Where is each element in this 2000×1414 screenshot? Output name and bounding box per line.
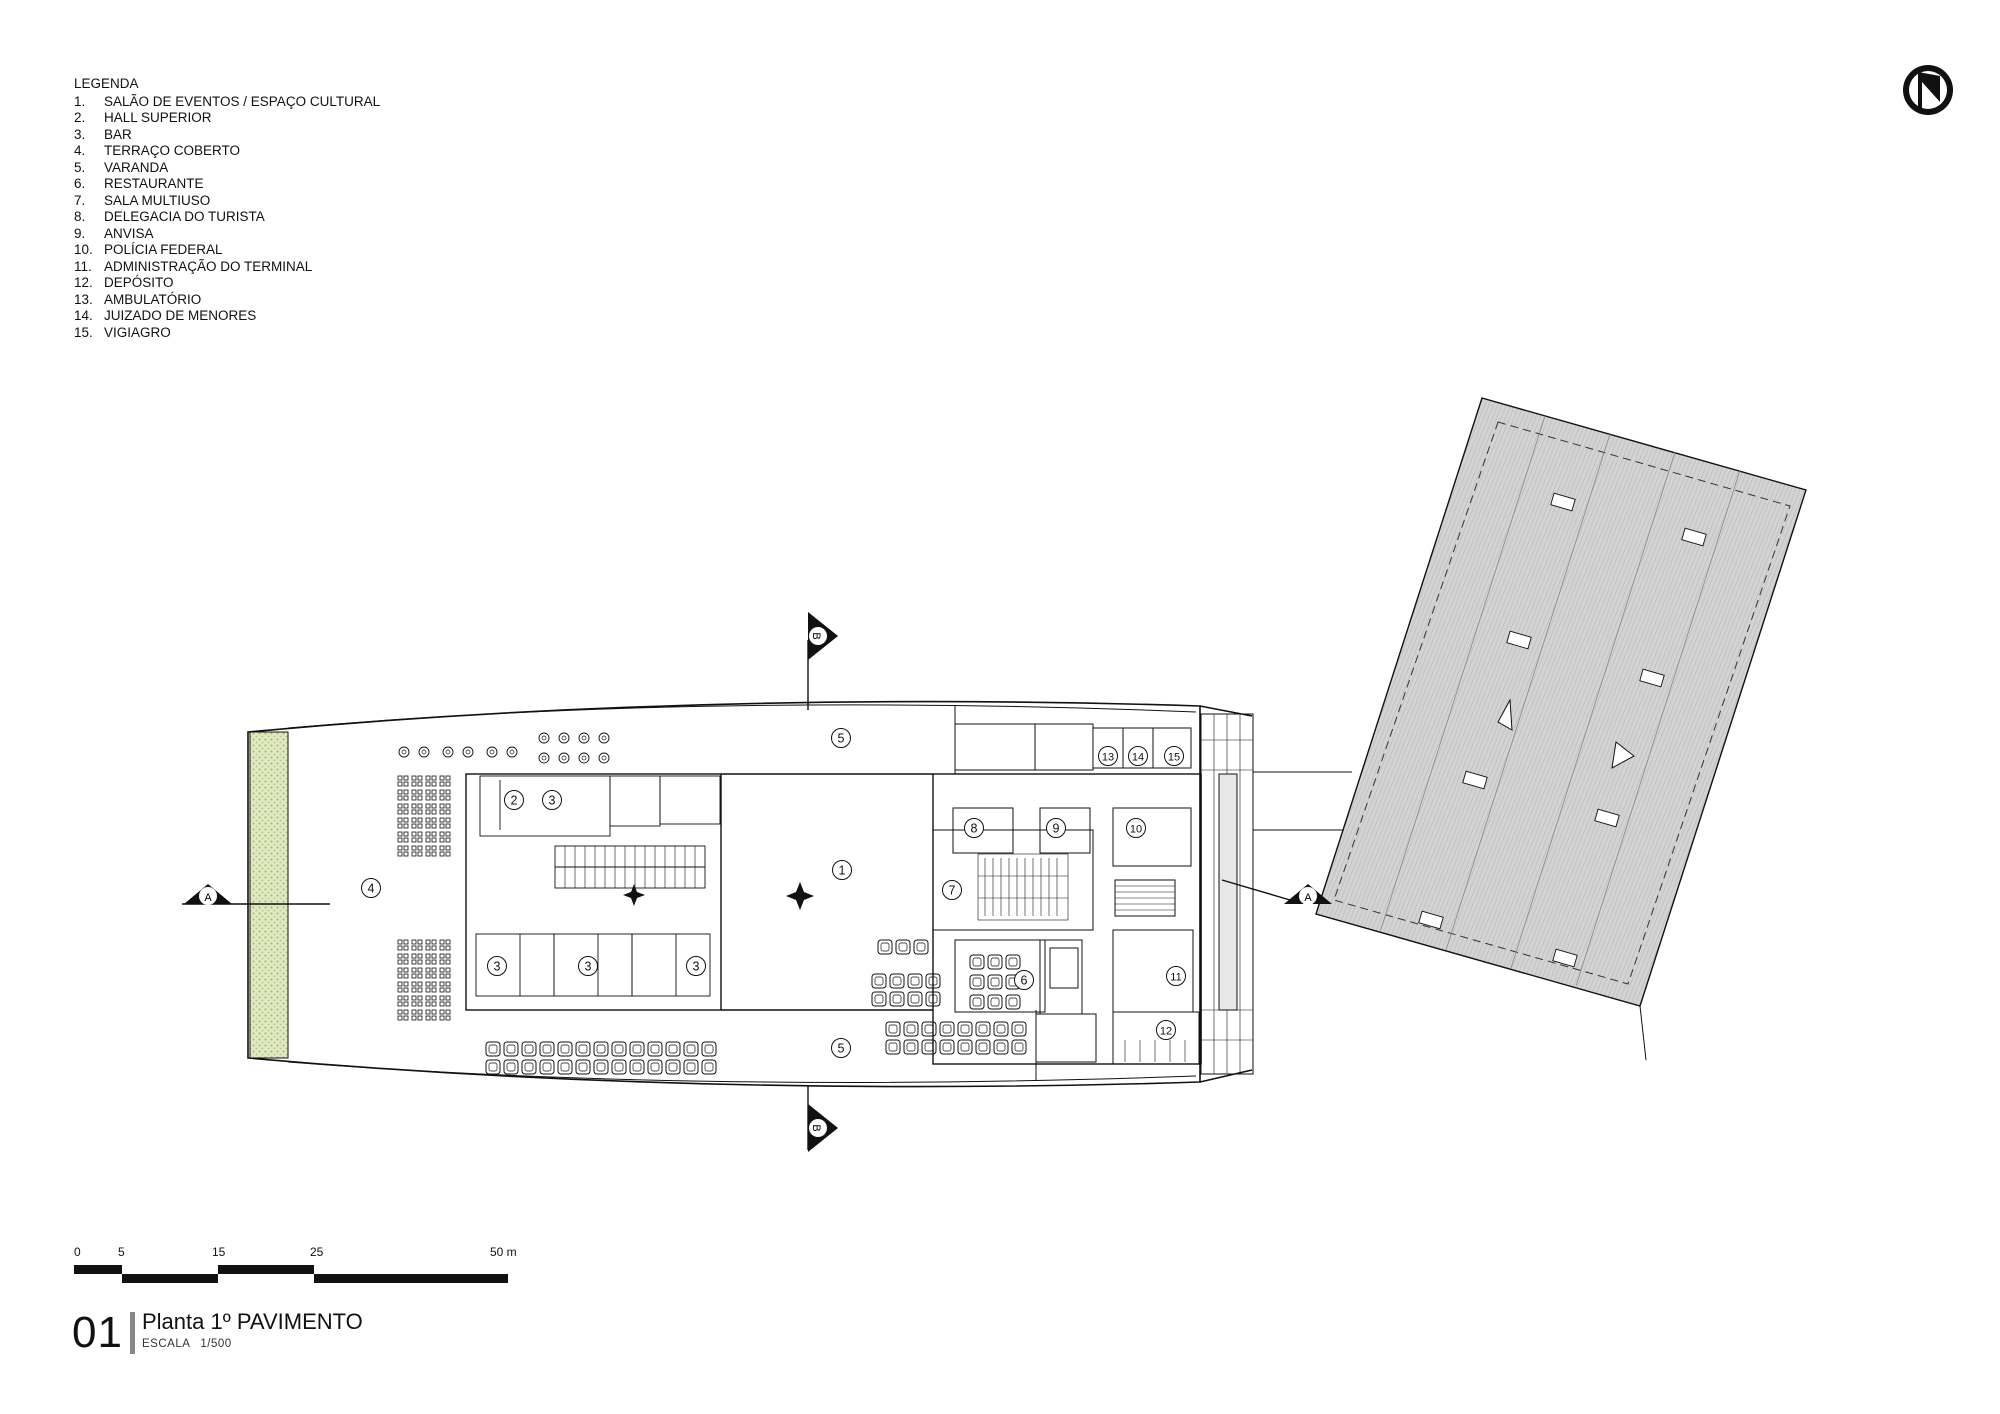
svg-text:15: 15 bbox=[1168, 752, 1180, 764]
svg-text:6: 6 bbox=[1021, 974, 1028, 988]
section-marker-a-left: A bbox=[184, 884, 232, 905]
room-tag-10: 10 bbox=[1126, 818, 1146, 838]
drawing-number: 01 bbox=[72, 1308, 123, 1357]
legend-item: 5.VARANDA bbox=[74, 159, 169, 175]
event-hall-seating bbox=[871, 939, 941, 1007]
pier-roof bbox=[1315, 397, 1807, 1061]
section-marker-b-top: B bbox=[808, 612, 838, 660]
svg-text:5: 5 bbox=[838, 1042, 845, 1056]
legend-item: 8.DELEGACIA DO TURISTA bbox=[74, 209, 265, 224]
legend-item: 4.TERRAÇO COBERTO bbox=[74, 143, 241, 158]
room-tag-14: 14 bbox=[1128, 746, 1148, 766]
building-outline bbox=[247, 700, 1253, 1088]
room-tag-2: 2 bbox=[504, 790, 524, 810]
room-tag-5b: 5 bbox=[831, 1038, 851, 1058]
room-tag-11: 11 bbox=[1166, 966, 1186, 986]
legend-item: 9.ANVISA bbox=[74, 225, 154, 241]
svg-text:7: 7 bbox=[949, 884, 956, 898]
svg-text:1: 1 bbox=[839, 864, 846, 878]
legend-item: 7.SALA MULTIUSO bbox=[74, 192, 211, 208]
scale-tick: 0 bbox=[74, 1245, 81, 1259]
room-tag-3b: 3 bbox=[487, 956, 507, 976]
svg-text:A: A bbox=[1304, 892, 1312, 904]
scale-tick: 25 bbox=[310, 1245, 324, 1259]
north-arrow-icon bbox=[1903, 65, 1953, 115]
scale-bar: 0 5 15 25 50 m bbox=[74, 1245, 534, 1295]
svg-text:8: 8 bbox=[971, 822, 978, 836]
room-tag-3a: 3 bbox=[542, 790, 562, 810]
legend-item: 10.POLÍCIA FEDERAL bbox=[74, 242, 223, 257]
legend-item: 3.BAR bbox=[74, 126, 132, 142]
legend-item: 2.HALL SUPERIOR bbox=[74, 110, 212, 125]
room-tag-3d: 3 bbox=[686, 956, 706, 976]
veranda-seating-bottom bbox=[485, 1021, 1027, 1075]
svg-text:3: 3 bbox=[693, 960, 700, 974]
svg-text:3: 3 bbox=[585, 960, 592, 974]
legend-title: LEGENDA bbox=[74, 76, 139, 91]
section-marker-b-bottom: B bbox=[808, 1104, 838, 1152]
svg-text:B: B bbox=[810, 1124, 822, 1131]
svg-text:14: 14 bbox=[1132, 752, 1144, 764]
svg-text:11: 11 bbox=[1170, 972, 1181, 984]
title-divider bbox=[130, 1312, 135, 1354]
room-tag-7: 7 bbox=[942, 880, 962, 900]
svg-text:12: 12 bbox=[1160, 1026, 1172, 1038]
legend-item: 11.ADMINISTRAÇÃO DO TERMINAL bbox=[74, 258, 313, 274]
veranda-tables-top bbox=[398, 732, 610, 764]
svg-text:3: 3 bbox=[549, 794, 556, 808]
legend-item: 14.JUIZADO DE MENORES bbox=[74, 308, 257, 323]
svg-text:10: 10 bbox=[1130, 824, 1142, 836]
legend-item: 6.RESTAURANTE bbox=[74, 176, 204, 191]
scale-bar-graphic bbox=[74, 1265, 508, 1283]
section-marker-a-right: A bbox=[1284, 884, 1332, 905]
scale-tick: 5 bbox=[118, 1245, 125, 1259]
room-tags: 1 2 3 3 3 3 4 5 5 6 7 8 9 10 11 12 13 14… bbox=[361, 728, 1186, 1058]
room-tag-4: 4 bbox=[361, 878, 381, 898]
drawing-title: Planta 1º PAVIMENTO bbox=[142, 1309, 363, 1334]
scale-tick: 15 bbox=[212, 1245, 226, 1259]
svg-text:5: 5 bbox=[838, 732, 845, 746]
legend-item: 13.AMBULATÓRIO bbox=[74, 291, 202, 307]
svg-text:A: A bbox=[204, 892, 212, 904]
terrace-seating-top bbox=[397, 775, 451, 857]
room-tag-1: 1 bbox=[832, 860, 852, 880]
legend-item: 15.VIGIAGRO bbox=[74, 324, 171, 340]
room-tag-12: 12 bbox=[1156, 1020, 1176, 1040]
svg-text:4: 4 bbox=[368, 882, 375, 896]
svg-text:2: 2 bbox=[511, 794, 518, 808]
room-tag-5a: 5 bbox=[831, 728, 851, 748]
svg-text:3: 3 bbox=[494, 960, 501, 974]
room-tag-13: 13 bbox=[1098, 746, 1118, 766]
svg-text:13: 13 bbox=[1102, 752, 1114, 764]
svg-text:9: 9 bbox=[1053, 822, 1060, 836]
room-tag-3c: 3 bbox=[578, 956, 598, 976]
room-tag-6: 6 bbox=[1014, 970, 1034, 990]
restaurant-seating bbox=[969, 954, 1021, 1010]
scale-tick: 50 m bbox=[490, 1245, 517, 1259]
legend: LEGENDA 1.SALÃO DE EVENTOS / ESPAÇO CULT… bbox=[74, 76, 380, 341]
room-tag-9: 9 bbox=[1046, 818, 1066, 838]
green-planter bbox=[249, 731, 289, 1059]
room-tag-8: 8 bbox=[964, 818, 984, 838]
legend-item: 12.DEPÓSITO bbox=[74, 275, 174, 290]
terrace-seating-bottom bbox=[397, 939, 451, 1021]
room-tag-15: 15 bbox=[1164, 746, 1184, 766]
legend-item: 1.SALÃO DE EVENTOS / ESPAÇO CULTURAL bbox=[74, 93, 381, 109]
svg-text:B: B bbox=[810, 632, 822, 639]
